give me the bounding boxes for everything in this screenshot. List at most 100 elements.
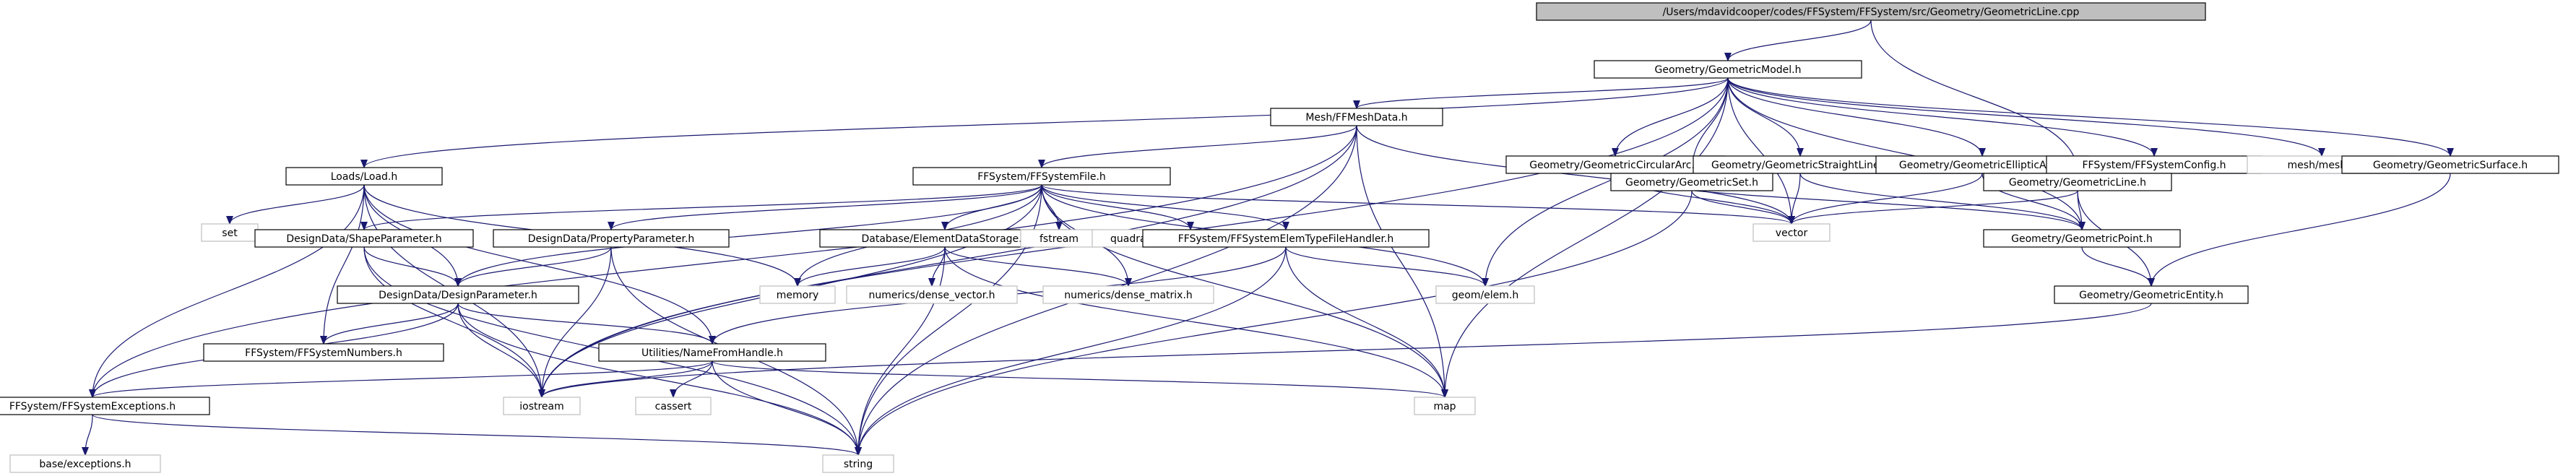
node-box [1020, 229, 1098, 248]
node-box [1594, 60, 1862, 79]
node-label: cassert [655, 401, 692, 412]
node-design-design-parameter[interactable]: DesignData/DesignParameter.h [337, 285, 579, 304]
include-edge-geometric_model-to-geometric_elliptic_arc [1727, 77, 1982, 156]
node-label: FFSystem/FFSystemFile.h [977, 171, 1106, 183]
node-label: FFSystem/FFSystemElemTypeFileHandler.h [1178, 233, 1394, 245]
node-ffsystem-exceptions[interactable]: FFSystem/FFSystemExceptions.h [0, 397, 210, 415]
node-vector: vector [1752, 223, 1831, 242]
include-edge-utilities_name_handler-to-cassert [673, 360, 713, 398]
include-edge-geometric_elliptic_arc-to-vector [1791, 173, 1983, 225]
node-label: geom/elem.h [1452, 290, 1519, 301]
include-edge-mesh_ffmeshdata-to-iostream [542, 125, 1357, 397]
node-label: string [844, 459, 873, 470]
node-box [2054, 285, 2249, 304]
node-label: Database/ElementDataStorage.h [861, 233, 1028, 245]
node-mesh-ffmeshdata[interactable]: Mesh/FFMeshData.h [1270, 108, 1443, 126]
node-label: base/exceptions.h [39, 459, 131, 470]
node-label: FFSystem/FFSystemExceptions.h [9, 401, 176, 412]
include-edge-ffsystem_elem_type_file_handler-to-string [858, 246, 1287, 455]
node-label: vector [1776, 228, 1808, 239]
node-label: Geometry/GeometricSet.h [1625, 177, 1758, 189]
node-iostream: iostream [503, 397, 581, 415]
node-label: set [222, 228, 238, 239]
node-label: DesignData/DesignParameter.h [379, 290, 537, 301]
include-edge-loads_load-to-ffsystem_numbers [324, 184, 365, 344]
node-box [493, 229, 730, 248]
node-geometric-line-h[interactable]: Geometry/GeometricLine.h [1983, 173, 2172, 191]
include-edge-geometric_model-to-map [1445, 77, 1729, 397]
node-box [337, 285, 579, 304]
node-label: iostream [519, 401, 564, 412]
node-utilities-name-handler[interactable]: Utilities/NameFromHandle.h [598, 343, 826, 362]
node-base-exceptions: base/exceptions.h [9, 454, 161, 473]
include-edge-geometric_model-to-loads_load [364, 77, 1729, 168]
include-edge-geometric_line_h-to-vector [1791, 190, 2078, 225]
node-ffsystem-file[interactable]: FFSystem/FFSystemFile.h [912, 167, 1171, 186]
node-label: memory [777, 290, 819, 301]
node-geometric-surface[interactable]: Geometry/GeometricSurface.h [2341, 155, 2559, 174]
include-edge-ffsystem_file-to-design_design_parameter [458, 184, 1042, 286]
include-edge-mesh_ffmeshdata-to-map [1356, 125, 1445, 397]
node-design-property-parameter[interactable]: DesignData/PropertyParameter.h [493, 229, 730, 248]
node-box [1042, 285, 1214, 304]
node-geometric-point[interactable]: Geometry/GeometricPoint.h [1983, 229, 2181, 248]
node-geometric-straight-line[interactable]: Geometry/GeometricStraightLine.h [1693, 155, 1908, 174]
node-box [2341, 155, 2559, 174]
node-box [1983, 229, 2181, 248]
node-label: DesignData/PropertyParameter.h [528, 233, 695, 245]
include-edge-database_element_data_storage-to-numerics_dense_matrix [944, 246, 1128, 287]
node-label: Geometry/GeometricEllipticArc.h [1899, 160, 2065, 171]
node-box [1270, 108, 1443, 126]
node-label: FFSystem/FFSystemNumbers.h [245, 347, 402, 359]
node-ffsystem-config[interactable]: FFSystem/FFSystemConfig.h [2046, 155, 2262, 174]
node-map: map [1414, 397, 1476, 415]
include-edge-geometric_surface-to-geometric_entity [2151, 173, 2451, 286]
include-edge-loads_load-to-ffsystem_exceptions [92, 184, 365, 397]
node-box [1536, 2, 2206, 21]
include-edge-design_property_parameter-to-iostream [542, 246, 612, 397]
node-box [254, 229, 474, 248]
include-edge-database_element_data_storage-to-memory [798, 246, 946, 287]
include-edge-loads_load-to-utilities_name_handler [363, 184, 712, 344]
include-edge-design_design_parameter-to-utilities_name_handler [457, 303, 712, 345]
include-edge-utilities_name_handler-to-iostream [542, 360, 713, 398]
node-geometric-circular-arc[interactable]: Geometry/GeometricCircularArc.h [1505, 155, 1725, 174]
node-design-shape-parameter[interactable]: DesignData/ShapeParameter.h [254, 229, 474, 248]
node-box [285, 167, 443, 186]
node-loads-load[interactable]: Loads/Load.h [285, 167, 443, 186]
node-geometric-line[interactable]: /Users/mdavidcooper/codes/FFSystem/FFSys… [1536, 2, 2206, 21]
node-label: Loads/Load.h [331, 171, 398, 183]
include-edge-geometric_line-to-geometric_model [1728, 20, 1872, 61]
node-box [9, 454, 161, 473]
node-geometric-set[interactable]: Geometry/GeometricSet.h [1610, 173, 1773, 191]
include-edge-ffsystem_file-to-ffsystem_elem_type_file_handler [1041, 184, 1286, 230]
include-edge-geometric_model-to-geometric_surface [1727, 77, 2450, 157]
node-label: Geometry/GeometricCircularArc.h [1529, 160, 1701, 171]
include-edge-ffsystem_elem_type_file_handler-to-map [1285, 246, 1445, 397]
node-cassert: cassert [635, 397, 712, 415]
node-box [201, 223, 259, 242]
node-label: fstream [1040, 233, 1079, 245]
include-edge-mesh_ffmeshdata-to-ffsystem_file [1042, 125, 1357, 168]
node-ffsystem-numbers[interactable]: FFSystem/FFSystemNumbers.h [203, 343, 444, 362]
node-label: Geometry/GeometricModel.h [1655, 64, 1802, 76]
node-ffsystem-elem-type-file-handler[interactable]: FFSystem/FFSystemElemTypeFileHandler.h [1142, 229, 1430, 248]
node-fstream: fstream [1020, 229, 1098, 248]
node-geometric-entity[interactable]: Geometry/GeometricEntity.h [2054, 285, 2249, 304]
include-edge-geometric_model-to-geometric_circular_arc [1615, 77, 1729, 156]
node-box [1983, 173, 2172, 191]
node-label: FFSystem/FFSystemConfig.h [2082, 160, 2226, 171]
include-edge-geometric_set-to-vector [1691, 190, 1791, 225]
node-label: Utilities/NameFromHandle.h [641, 347, 783, 359]
node-label: map [1433, 401, 1456, 412]
include-edge-ffsystem_exceptions-to-string [92, 414, 858, 456]
node-numerics-dense-matrix: numerics/dense_matrix.h [1042, 285, 1214, 304]
include-edge-utilities_name_handler-to-ffsystem_exceptions [92, 360, 713, 398]
node-box [1414, 397, 1476, 415]
include-edge-ffsystem_file-to-vector [1041, 184, 1791, 225]
node-geometric-model[interactable]: Geometry/GeometricModel.h [1594, 60, 1862, 79]
include-edge-geometric_model-to-vector [1727, 77, 1791, 224]
include-edge-geometric_set-to-string [858, 190, 1693, 455]
node-label: DesignData/ShapeParameter.h [286, 233, 441, 245]
